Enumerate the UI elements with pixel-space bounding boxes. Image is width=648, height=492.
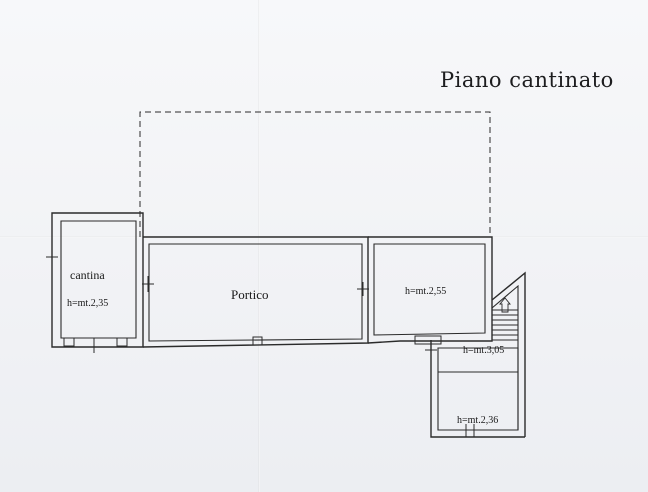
portico-pillar	[252, 336, 263, 346]
portico-label: Portico	[231, 287, 269, 302]
room3-inner-wall	[373, 243, 486, 336]
cantina-label: cantina	[70, 268, 105, 282]
door-markers	[46, 251, 475, 437]
small-room-outer-wall	[430, 340, 525, 438]
stair-outer-wall	[491, 271, 526, 437]
room3-outer-wall	[367, 236, 493, 344]
cantina-window	[116, 337, 128, 347]
small-room-height-label: h=mt.2,36	[457, 415, 499, 426]
portico-inner-wall	[148, 243, 363, 342]
corridor-height-label: h=mt.3,05	[463, 345, 505, 356]
stair-treads	[492, 309, 518, 341]
stair-up-arrow-icon	[499, 297, 511, 313]
cantina-height-label: h=mt.2,35	[67, 298, 109, 309]
plan-title: Piano cantinato	[440, 68, 614, 92]
cantina-window	[63, 337, 75, 347]
small-room-inner-wall	[437, 347, 519, 431]
corridor-door-jamb	[414, 335, 442, 345]
cantina-inner-wall	[60, 220, 137, 339]
paper-fold-vertical	[258, 0, 260, 492]
stair-inner-wall	[491, 284, 519, 430]
room3-height-label: h=mt.2,55	[405, 286, 447, 297]
upper-floor-dashed-outline	[139, 111, 491, 237]
